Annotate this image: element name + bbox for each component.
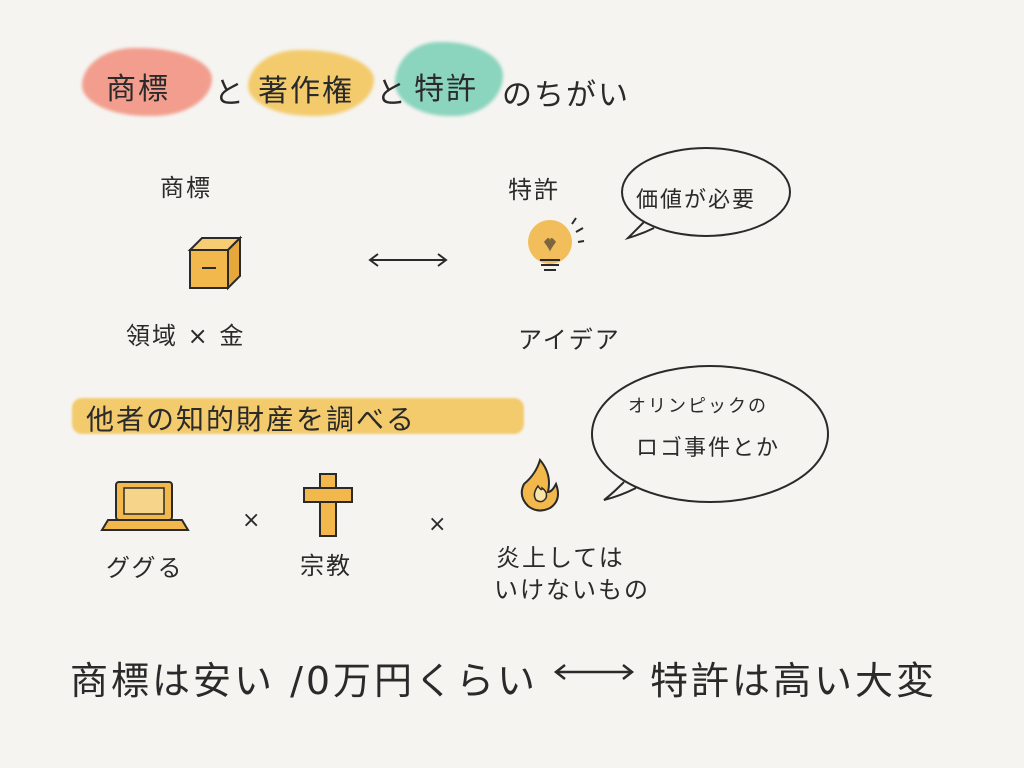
laptop-icon bbox=[100, 481, 190, 531]
left-caption: 領域 × 金 bbox=[126, 322, 246, 350]
item-label-taboo-line1: 炎上しては bbox=[496, 544, 625, 572]
bubble-2-line2: ロゴ事件とか bbox=[636, 436, 781, 461]
right-heading: 特許 bbox=[508, 176, 560, 204]
times-sign-2: × bbox=[428, 512, 449, 537]
bottom-right-text: 特許は高い大変 bbox=[650, 659, 938, 703]
speech-bubble-2 bbox=[591, 365, 829, 503]
bubble-1-text: 価値が必要 bbox=[636, 188, 757, 213]
bubble-2-line1: オリンピックの bbox=[628, 396, 768, 417]
box-icon bbox=[187, 235, 243, 291]
cross-icon bbox=[303, 473, 353, 537]
banner-text: 他者の知的財産を調べる bbox=[86, 403, 417, 436]
title-word-copyright: 著作権 bbox=[258, 74, 354, 109]
title-word-patent: 特許 bbox=[414, 72, 478, 107]
times-sign-1: × bbox=[242, 508, 263, 533]
title-suffix: のちがい bbox=[502, 78, 630, 113]
lightbulb-icon bbox=[528, 217, 585, 271]
right-caption: アイデア bbox=[518, 326, 621, 354]
flame-icon bbox=[520, 457, 559, 512]
title-highlight-yellow bbox=[248, 50, 374, 116]
title-conj-2: と bbox=[376, 76, 408, 111]
title-highlight-red bbox=[82, 48, 212, 116]
bottom-left-text: 商標は安い /0万円くらい bbox=[70, 659, 539, 703]
item-label-religion: 宗教 bbox=[300, 552, 352, 580]
banner-highlight bbox=[72, 398, 524, 434]
item-label-google: ググる bbox=[106, 554, 184, 582]
double-arrow bbox=[368, 253, 448, 267]
left-heading: 商標 bbox=[160, 174, 212, 202]
speech-bubble-1 bbox=[621, 147, 791, 241]
bottom-double-arrow bbox=[553, 664, 635, 680]
title-highlight-teal bbox=[395, 42, 503, 116]
title-conj-1: と bbox=[214, 76, 246, 111]
title-word-trademark: 商標 bbox=[106, 72, 170, 107]
item-label-taboo-line2: いけないもの bbox=[494, 576, 650, 604]
